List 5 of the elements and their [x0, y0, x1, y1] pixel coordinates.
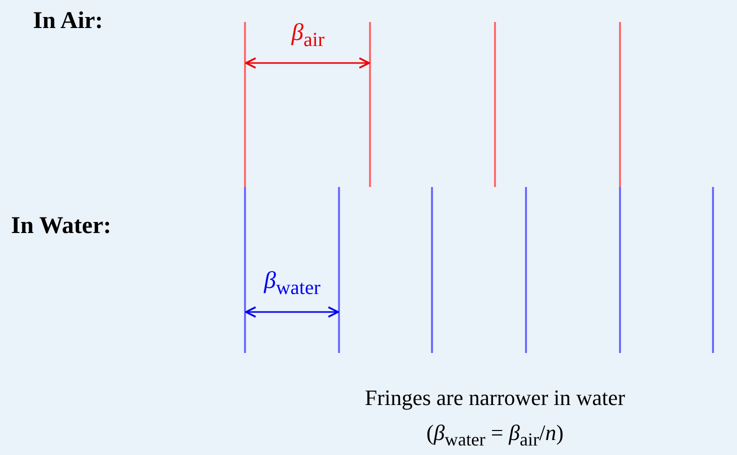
row-label: In Water:	[11, 213, 112, 240]
dimension-label: β$_{air}$	[292, 20, 325, 51]
dimension-label: β$_{water}$	[264, 268, 320, 299]
caption: Fringes are narrower in water (β$_{water}$ = β$_{air}$/n)	[364, 384, 626, 452]
row-label: In Air:	[33, 8, 104, 34]
